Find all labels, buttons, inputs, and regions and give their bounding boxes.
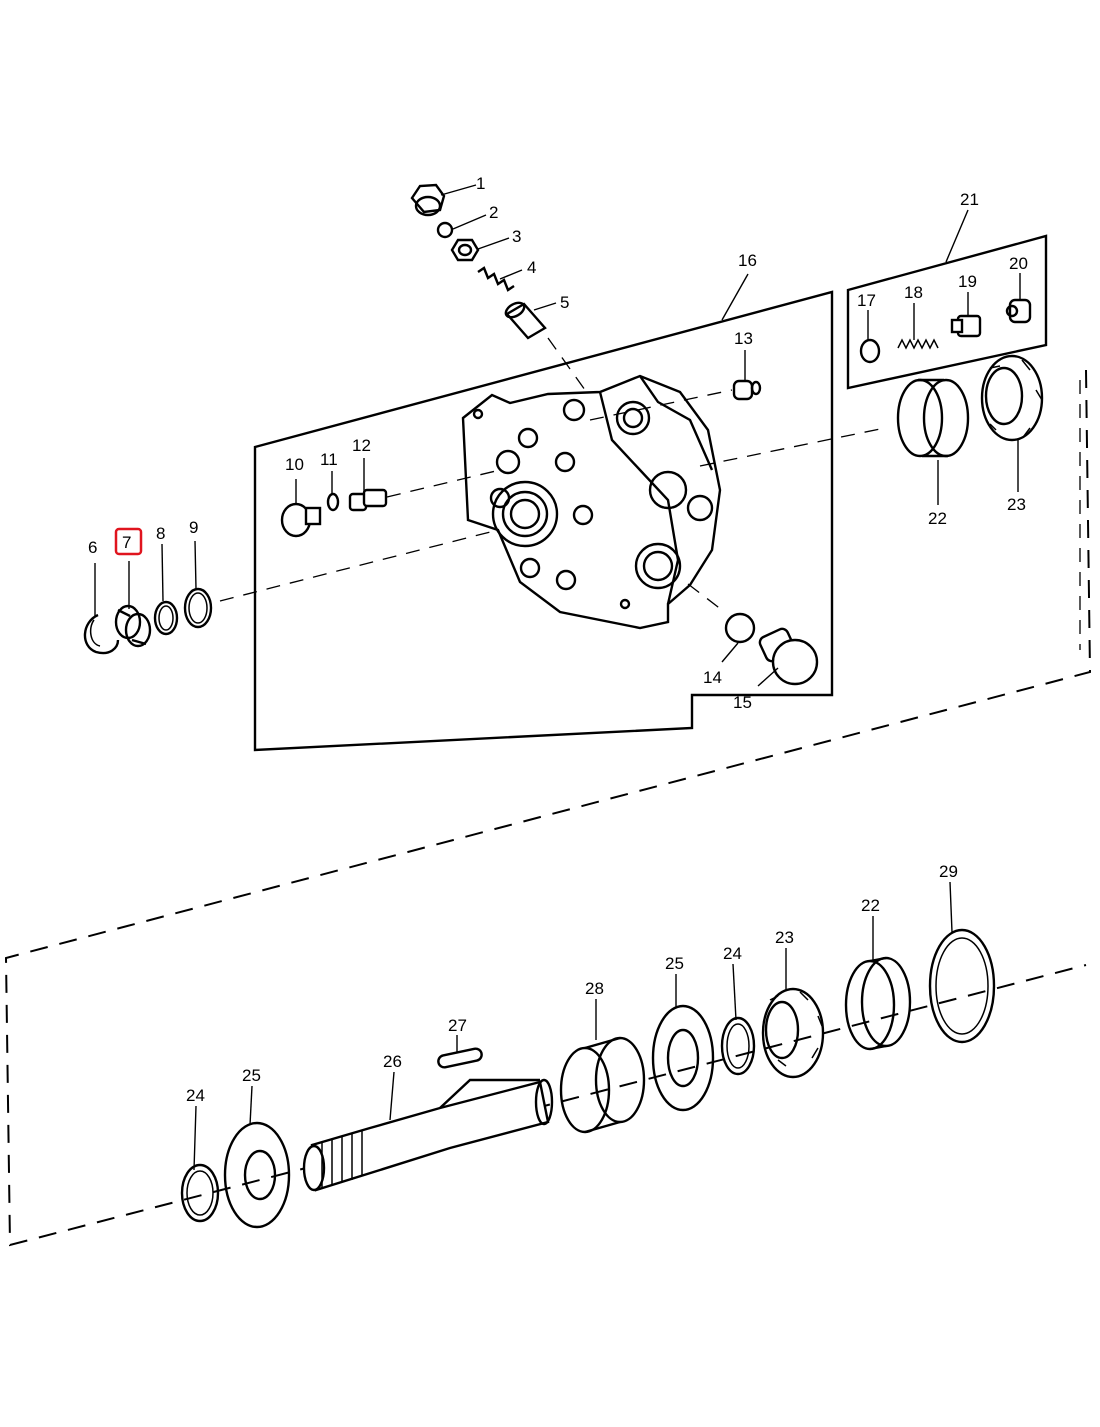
callout-19[interactable]: 19 — [958, 272, 977, 291]
callout-4[interactable]: 4 — [527, 258, 536, 277]
callout-11[interactable]: 11 — [320, 450, 338, 469]
part-3-seat — [450, 238, 480, 262]
callout-3[interactable]: 3 — [512, 227, 521, 246]
callout-23-lower[interactable]: 23 — [775, 928, 794, 947]
callout-25-left[interactable]: 25 — [242, 1066, 261, 1085]
callout-22-upper[interactable]: 22 — [928, 509, 947, 528]
alignment-lines — [219, 337, 886, 611]
part-28-sleeve — [559, 1036, 646, 1134]
callout-13[interactable]: 13 — [734, 329, 753, 348]
part-20-seat — [1005, 298, 1032, 324]
part-25-washer-left — [223, 1121, 291, 1229]
callout-12[interactable]: 12 — [352, 436, 371, 455]
callout-16[interactable]: 16 — [738, 251, 757, 270]
callout-labels: 1 2 3 4 5 6 7 8 9 10 11 12 13 14 15 16 1… — [88, 174, 1028, 1105]
part-26-shaft — [302, 1078, 554, 1192]
callout-17[interactable]: 17 — [857, 291, 876, 310]
callout-10[interactable]: 10 — [285, 455, 304, 474]
part-27-key — [437, 1047, 483, 1069]
callout-6[interactable]: 6 — [88, 538, 97, 557]
callout-24-left[interactable]: 24 — [186, 1086, 205, 1105]
callout-14[interactable]: 14 — [703, 668, 722, 687]
part-12-fitting — [348, 488, 388, 512]
callout-28[interactable]: 28 — [585, 979, 604, 998]
part-24-ring-right — [720, 1016, 756, 1076]
leader-lines — [94, 184, 1021, 1171]
callout-26[interactable]: 26 — [383, 1052, 402, 1071]
part-14-o-ring — [724, 612, 756, 644]
relief-valve-panel — [846, 234, 1048, 390]
pump-housing-panel — [253, 290, 834, 752]
part-4-spring — [477, 266, 515, 292]
callout-5[interactable]: 5 — [560, 293, 569, 312]
part-7-bushing — [114, 604, 152, 648]
callout-27[interactable]: 27 — [448, 1016, 467, 1035]
part-25-washer-right — [651, 1004, 715, 1112]
part-6-snap-ring — [83, 613, 120, 655]
part-23-bearing-cone-upper — [980, 354, 1044, 442]
part-11-o-ring — [326, 492, 340, 512]
part-5-plunger — [504, 301, 547, 340]
part-16-pump-housing — [461, 374, 722, 630]
callout-21[interactable]: 21 — [960, 190, 979, 209]
part-19-poppet — [950, 314, 982, 338]
part-15-plug — [758, 627, 819, 686]
callout-18[interactable]: 18 — [904, 283, 923, 302]
part-17-cap — [859, 338, 881, 364]
part-1-nut — [410, 183, 446, 217]
callout-29[interactable]: 29 — [939, 862, 958, 881]
part-2-washer — [436, 221, 454, 239]
callout-23-upper[interactable]: 23 — [1007, 495, 1026, 514]
part-24-ring-left — [180, 1163, 220, 1223]
callout-25-right[interactable]: 25 — [665, 954, 684, 973]
part-29-seal-ring — [928, 928, 996, 1044]
part-18-spring — [897, 338, 939, 350]
part-22-bearing-cup-upper — [896, 378, 970, 458]
part-13-plug — [732, 379, 762, 401]
callout-7-highlight-box — [114, 527, 143, 556]
callout-9[interactable]: 9 — [189, 518, 198, 537]
callout-15[interactable]: 15 — [733, 693, 752, 712]
callout-22-lower[interactable]: 22 — [861, 896, 880, 915]
part-22-bearing-cup-lower — [844, 956, 912, 1051]
callout-7[interactable]: 7 — [122, 533, 131, 552]
callout-8[interactable]: 8 — [156, 524, 165, 543]
callout-24-right[interactable]: 24 — [723, 944, 742, 963]
part-23-bearing-cone-lower — [761, 987, 825, 1079]
callout-20[interactable]: 20 — [1009, 254, 1028, 273]
callout-1[interactable]: 1 — [476, 174, 485, 193]
part-9-seal — [183, 587, 213, 629]
part-8-ring — [153, 600, 179, 636]
part-10-plug — [280, 502, 322, 538]
callout-2[interactable]: 2 — [489, 203, 498, 222]
